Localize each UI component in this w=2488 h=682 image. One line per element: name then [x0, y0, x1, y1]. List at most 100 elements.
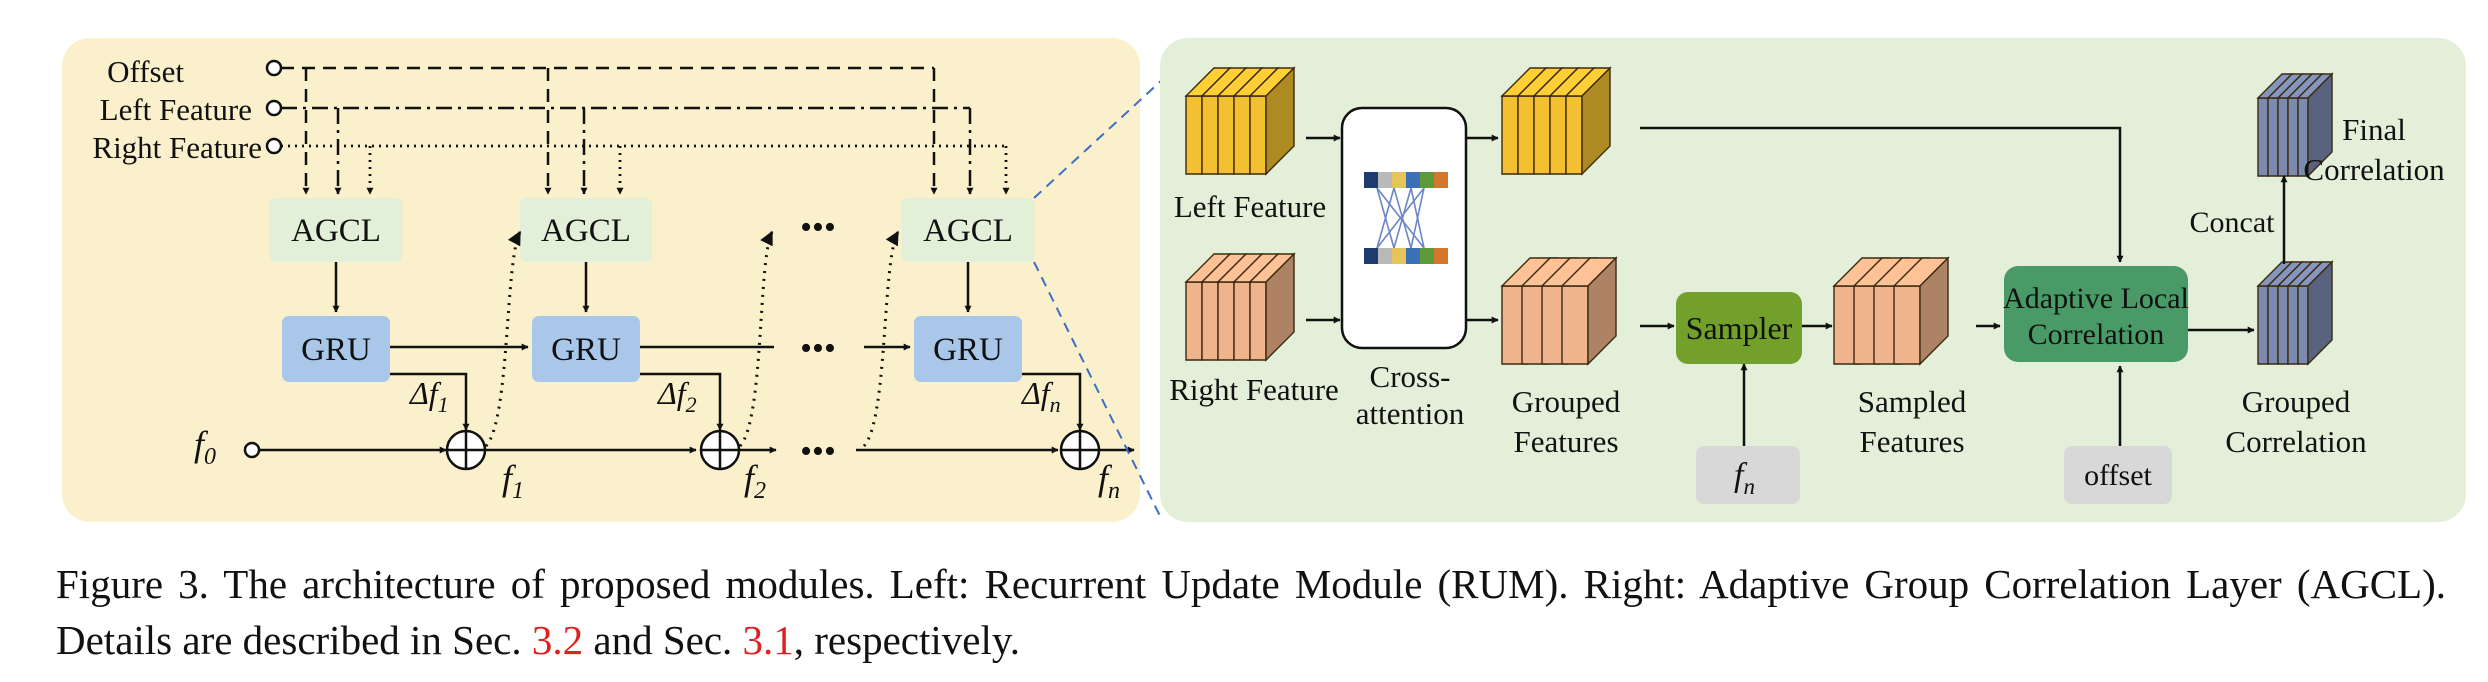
cross-attention-label-line2: attention — [1356, 396, 1465, 431]
rum-panel — [62, 38, 1140, 522]
delta-f1-label: Δf1 — [408, 375, 449, 417]
gru-box-2 — [532, 316, 640, 382]
left-feature-label: Left Feature — [1174, 189, 1326, 224]
feature-slab-front — [2257, 97, 2269, 177]
offset-input-label: Offset — [107, 54, 184, 89]
attention-token — [1434, 172, 1448, 188]
gru-box-n — [914, 316, 1022, 382]
concat-label: Concat — [2190, 206, 2276, 239]
delta-paths — [390, 372, 1084, 431]
feature-slab-front — [1565, 95, 1583, 175]
caption-text-b: and Sec. — [583, 617, 743, 663]
feature-slab-front — [1893, 285, 1921, 365]
attention-token — [1406, 248, 1420, 264]
feature-slab-front — [1561, 285, 1589, 365]
feature-slab-side — [1581, 66, 1611, 176]
feature-slab-front — [1249, 95, 1267, 175]
agcl-box-2 — [520, 198, 652, 262]
feedback-curves — [484, 230, 900, 448]
feature-slab-front — [1233, 281, 1251, 361]
sum-node-n — [1059, 429, 1101, 471]
feature-slab-front — [1217, 95, 1235, 175]
grouped-correlation-label-line2: Correlation — [2225, 424, 2367, 459]
attention-token — [1434, 248, 1448, 264]
attention-token — [1364, 172, 1378, 188]
f0-input-port — [243, 441, 261, 459]
right-feature-block — [1184, 252, 1296, 362]
attention-token — [1378, 248, 1392, 264]
offset-input-box — [2064, 446, 2172, 504]
feature-slab-front — [1201, 95, 1219, 175]
feature-slab-side — [2307, 260, 2333, 366]
feature-slab-front — [1517, 95, 1535, 175]
attention-tokens-bottom — [1364, 248, 1448, 264]
agcl-ellipsis: ••• — [800, 209, 836, 246]
delta-fn-label: Δfn — [1020, 375, 1061, 417]
gru-box-2-label: GRU — [551, 332, 621, 368]
offset-input-box-label: offset — [2084, 459, 2152, 492]
fn-input-box — [1696, 446, 1800, 504]
right-feature-input-port — [265, 137, 283, 155]
left-feature-input-label: Left Feature — [100, 92, 252, 127]
feature-slab-front — [1217, 281, 1235, 361]
grouped-correlation-block — [2256, 260, 2334, 366]
feature-slab-front — [1549, 95, 1567, 175]
adaptive-local-correlation-box — [2004, 266, 2188, 362]
feature-slab-front — [2267, 97, 2279, 177]
figure-caption: Figure 3. The architecture of proposed m… — [56, 556, 2446, 668]
sampler-label: Sampler — [1686, 310, 1793, 346]
gru-box-n-label: GRU — [933, 332, 1003, 368]
attention-token — [1364, 248, 1378, 264]
agcl-flow-arrows — [1306, 126, 2288, 446]
section-ref-3-1[interactable]: 3.1 — [742, 617, 794, 663]
grouped-correlation-label-line1: Grouped — [2242, 384, 2351, 419]
attention-token — [1406, 172, 1420, 188]
attention-token — [1420, 172, 1434, 188]
feature-slab-side — [1265, 252, 1295, 362]
cross-attention-label-line1: Cross- — [1370, 359, 1451, 394]
left-feature-output-block — [1500, 66, 1612, 176]
feature-slab-front — [2267, 285, 2279, 365]
feature-slab-side — [1265, 66, 1295, 176]
agcl-box-2-label: AGCL — [541, 213, 631, 249]
right-feature-label: Right Feature — [1169, 372, 1339, 407]
feature-slab-front — [1249, 281, 1267, 361]
offset-broadcast-lines — [281, 66, 938, 195]
feature-slab-front — [1501, 95, 1519, 175]
final-correlation-label-line1: Final — [2342, 112, 2406, 147]
cross-attention-box — [1340, 106, 1468, 350]
feature-slab-front — [1201, 281, 1219, 361]
caption-text-a: Figure 3. The architecture of proposed m… — [56, 561, 2446, 663]
sum-node-2 — [699, 429, 741, 471]
gru-chain-ellipsis: ••• — [800, 330, 836, 367]
sampled-features-label-line2: Features — [1859, 424, 1964, 459]
flow-ellipsis: ••• — [800, 433, 836, 470]
feature-slab-front — [1185, 95, 1203, 175]
agcl-box-n — [902, 198, 1034, 262]
attention-token — [1392, 248, 1406, 264]
sampler-box — [1676, 292, 1802, 364]
feature-slab-front — [2287, 285, 2299, 365]
agcl-box-n-label: AGCL — [923, 213, 1013, 249]
zoom-lines — [1033, 79, 1163, 521]
right-feature-broadcast-lines — [281, 144, 1010, 195]
gru-box-1 — [282, 316, 390, 382]
agcl-to-gru-arrows — [332, 262, 972, 313]
feature-slab-side — [2307, 72, 2333, 178]
feature-slab-front — [1185, 281, 1203, 361]
left-feature-input-port — [265, 99, 283, 117]
section-ref-3-2[interactable]: 3.2 — [531, 617, 584, 663]
feature-slab-side — [1919, 256, 1949, 366]
feature-slab-front — [1533, 95, 1551, 175]
left-feature-block — [1184, 66, 1296, 176]
agcl-box-1 — [270, 198, 402, 262]
final-correlation-block — [2256, 72, 2334, 178]
feature-slab-side — [1587, 256, 1617, 366]
left-feature-broadcast-lines — [281, 106, 974, 195]
architecture-figure: Offset Left Feature Right Feature AGCL A… — [62, 38, 2466, 522]
feature-slab-front — [2277, 97, 2289, 177]
feature-slab-front — [1233, 95, 1251, 175]
grouped-features-block — [1500, 256, 1618, 366]
attention-links — [1376, 187, 1425, 249]
adaptive-local-correlation-line2: Correlation — [2028, 318, 2165, 351]
